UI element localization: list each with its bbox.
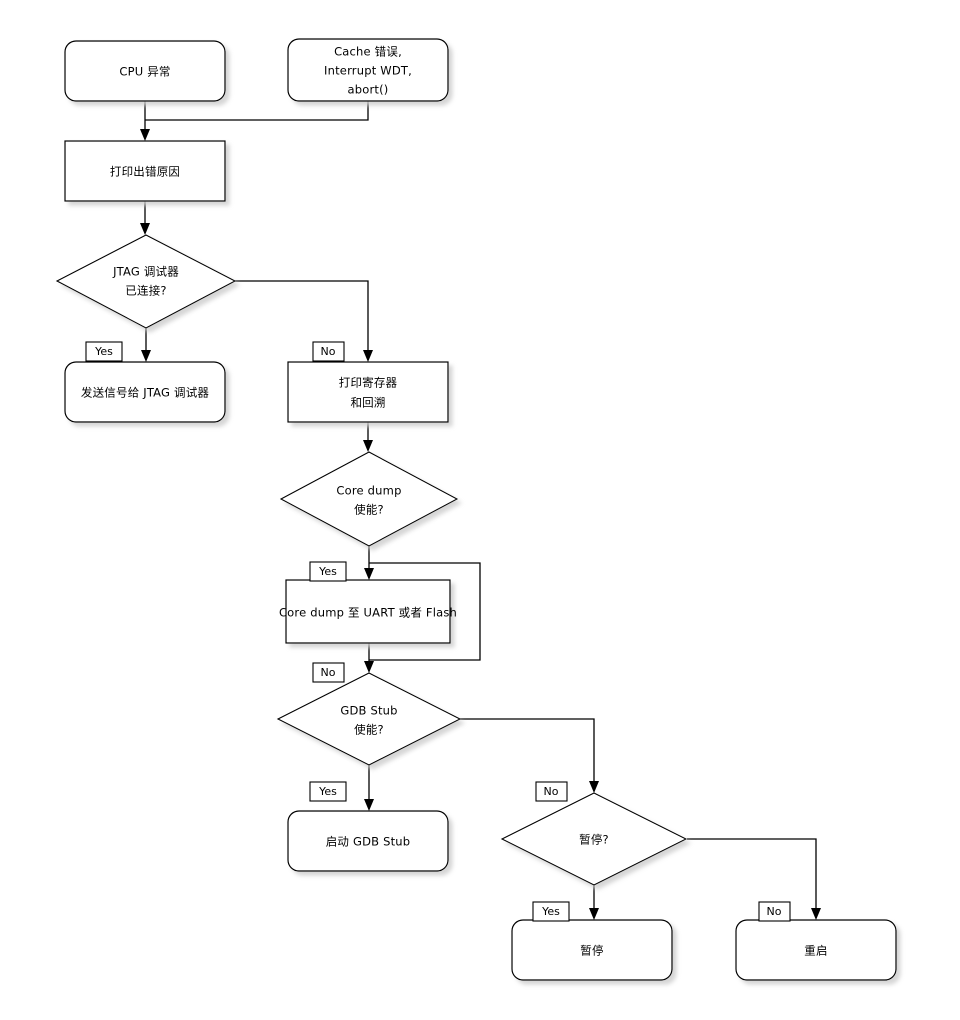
arrowhead-coredump-out-top [364,568,374,580]
node-print-regs-line2: 和回溯 [350,396,385,410]
node-gdbstub-enabled-line2: 使能? [354,723,384,737]
edge-coredump-bypass [369,562,481,661]
node-halt-shape[interactable] [511,919,673,981]
edge-label-jtag-yes: Yes [85,341,123,362]
edge-label-gdbstub-yes-box [309,781,347,802]
edge-halt-no-to-reboot [687,838,817,913]
edge-label-gdbstub-yes-text: Yes [318,785,337,798]
edge-label-halt-yes: Yes [532,901,570,922]
edge-label-gdbstub-no-box [535,781,568,802]
node-start-gdbstub-label: 启动 GDB Stub [326,835,411,849]
edge-label-jtag-no-box [312,341,345,362]
node-jtag-connected-line2: 已连接? [125,284,166,298]
edge-label-halt-no: No [758,901,791,922]
edge-label-coredump-yes-text: Yes [318,565,337,578]
arrowhead-coredump-q-top [363,440,373,452]
node-halt-question-label: 暂停? [579,833,609,847]
node-cpu-exception-label: CPU 异常 [119,65,170,79]
node-halt[interactable] [511,919,673,981]
node-cpu-exception-shape[interactable] [64,40,226,102]
node-cpu-exception[interactable] [64,40,226,102]
node-layer: CPU 异常 Cache 错误, Interrupt WDT, abort() … [55,38,897,981]
arrowhead-print-regs-top [363,350,373,362]
node-halt-question-shape[interactable] [500,792,688,886]
arrowhead-reboot-top [811,908,821,920]
node-reboot-shape[interactable] [735,919,897,981]
edge-label-jtag-no-text: No [321,345,336,358]
node-coredump-out-shape[interactable] [285,579,451,644]
arrowhead-jtag-top [140,223,150,235]
arrowhead-halt-q-top [589,781,599,793]
node-jtag-connected-shape[interactable] [55,234,237,329]
node-coredump-enabled[interactable] [279,451,459,547]
edge-cache-to-print-reason [145,101,369,121]
node-halt-question[interactable] [500,792,688,886]
node-cache-error-line3: abort() [348,83,389,97]
node-print-regs[interactable] [287,361,449,423]
edge-label-jtag-yes-text: Yes [94,345,113,358]
edge-label-halt-yes-text: Yes [541,905,560,918]
edge-label-gdbstub-yes: Yes [309,781,347,802]
arrowhead-print-reason-top [140,129,150,141]
edge-label-coredump-no-text: No [321,666,336,679]
node-print-reason-shape[interactable] [64,140,226,202]
edge-label-coredump-yes-box [309,561,347,582]
arrowhead-signal-jtag-top [141,350,151,362]
node-signal-jtag-label: 发送信号给 JTAG 调试器 [81,386,210,400]
edge-label-halt-no-box [758,901,791,922]
edge-gdbstub-no-to-halt-q [460,718,595,786]
node-gdbstub-enabled-line1: GDB Stub [340,704,397,718]
node-halt-label: 暂停 [580,944,603,958]
node-print-reason[interactable] [64,140,226,202]
arrowhead-gdbstub-q-top [364,661,374,673]
node-coredump-enabled-shape[interactable] [279,451,459,547]
node-reboot[interactable] [735,919,897,981]
node-start-gdbstub[interactable] [287,810,449,872]
edge-layer [140,101,821,920]
node-coredump-enabled-line2: 使能? [354,503,384,517]
edge-label-gdbstub-no-text: No [544,785,559,798]
node-start-gdbstub-shape[interactable] [287,810,449,872]
edge-label-halt-no-text: No [767,905,782,918]
edge-label-coredump-no: No [312,662,345,683]
arrowhead-halt-top [589,908,599,920]
node-print-regs-line1: 打印寄存器 [339,376,398,390]
node-coredump-enabled-line1: Core dump [336,484,401,498]
node-coredump-out[interactable] [285,579,451,644]
node-print-reason-label: 打印出错原因 [110,165,180,179]
node-gdbstub-enabled-shape[interactable] [276,672,462,766]
node-coredump-out-label: Core dump 至 UART 或者 Flash [279,606,457,620]
edge-label-layer: Yes No Yes No Yes No [85,341,791,922]
edge-label-gdbstub-no: No [535,781,568,802]
node-cache-error-line2: Interrupt WDT, [324,64,412,78]
arrowhead-start-gdbstub-top [364,799,374,811]
edge-label-coredump-no-box [312,662,345,683]
node-jtag-connected-line1: JTAG 调试器 [112,265,179,279]
edge-label-halt-yes-box [532,901,570,922]
edge-jtag-no-to-print-regs [235,280,369,355]
node-gdbstub-enabled[interactable] [276,672,462,766]
node-cache-error-shape[interactable] [287,38,449,102]
node-signal-jtag[interactable] [64,361,226,423]
edge-label-jtag-no: No [312,341,345,362]
edge-label-jtag-yes-box [85,341,123,362]
node-jtag-connected[interactable] [55,234,237,329]
node-signal-jtag-shape[interactable] [64,361,226,423]
node-cache-error-line1: Cache 错误, [334,45,402,59]
node-reboot-label: 重启 [804,944,827,958]
node-print-regs-shape[interactable] [287,361,449,423]
edge-label-coredump-yes: Yes [309,561,347,582]
node-cache-error[interactable] [287,38,449,102]
